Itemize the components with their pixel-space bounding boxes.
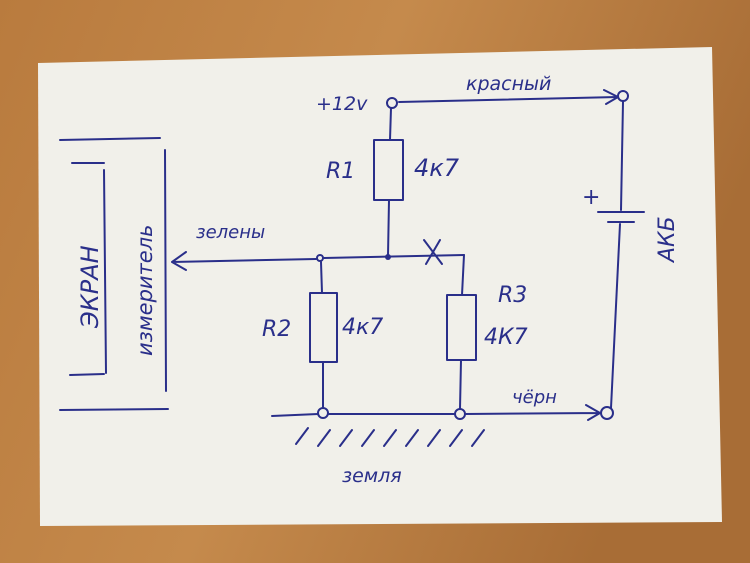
r2-label: R2 [262,317,291,342]
battery-symbol [597,101,645,409]
green-wire [171,251,465,271]
battery-minus-terminal [600,406,614,420]
cut-mark-icon [423,239,443,265]
red-wire-label: красный [466,73,551,95]
r3-leads [459,254,465,410]
r2-leads [320,261,324,409]
r3-label: R3 [498,283,527,308]
ground-label: земля [342,465,402,487]
black-wire-label: чёрн [512,387,557,408]
paper-sheet [38,47,722,526]
battery-plus-label: + [582,185,600,210]
r3-value: 4К7 [484,325,528,350]
supply-label: +12v [316,93,368,115]
r2-value: 4к7 [342,315,383,340]
meter-label: измеритель [133,224,157,356]
black-wire [271,404,601,421]
resistor-r1 [373,139,404,201]
r1-leads [387,107,392,257]
meter-box [59,137,169,411]
node-terminal [316,254,324,262]
resistor-r2 [309,292,338,363]
ground-hatching [295,427,485,447]
r1-label: R1 [326,159,355,184]
resistor-r3 [446,294,477,361]
r1-value: 4к7 [414,154,460,182]
battery-label: АКБ [655,216,680,264]
screen-label: ЭКРАН [76,245,104,329]
green-wire-label: зелены [196,222,265,243]
